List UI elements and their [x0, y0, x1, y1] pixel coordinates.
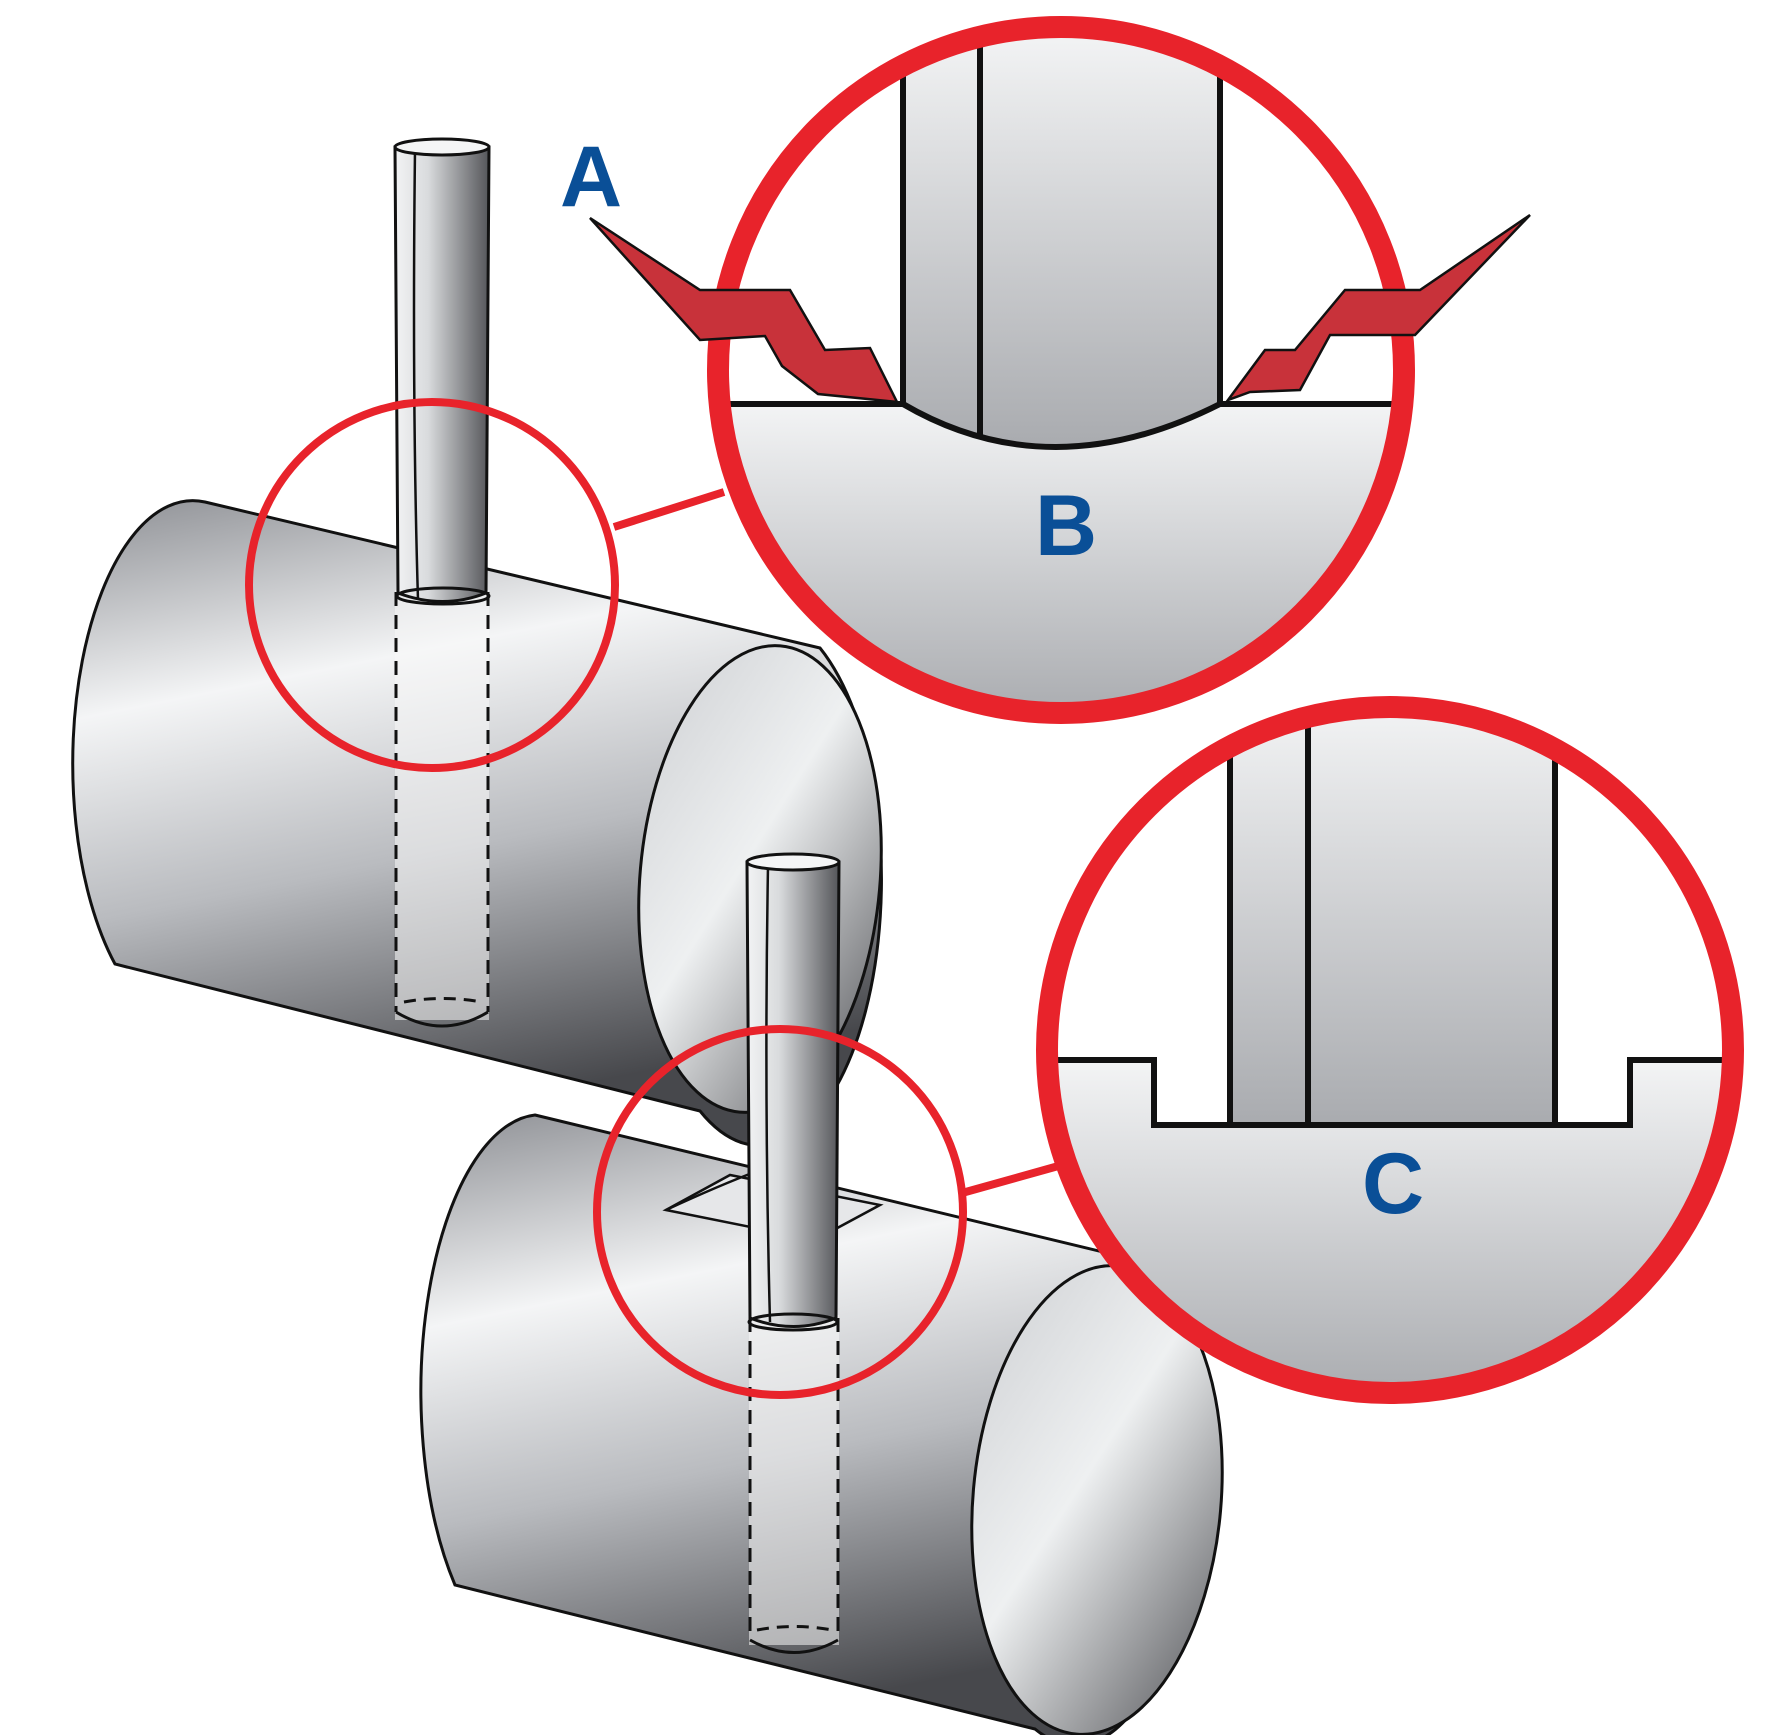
upper-branch-tube	[393, 137, 491, 1028]
zoom-detail-c	[1036, 696, 1744, 1404]
defect-arrow-right	[1224, 213, 1531, 403]
lower-branch-tube	[662, 852, 884, 1654]
defect-arrow-left	[589, 216, 900, 404]
label-b: B	[1035, 478, 1097, 574]
label-a: A	[560, 129, 622, 225]
callout-ring-upper	[245, 398, 726, 772]
zoom-detail-b	[589, 16, 1531, 724]
label-c: C	[1362, 1136, 1424, 1232]
callout-ring-lower	[593, 1025, 1064, 1399]
